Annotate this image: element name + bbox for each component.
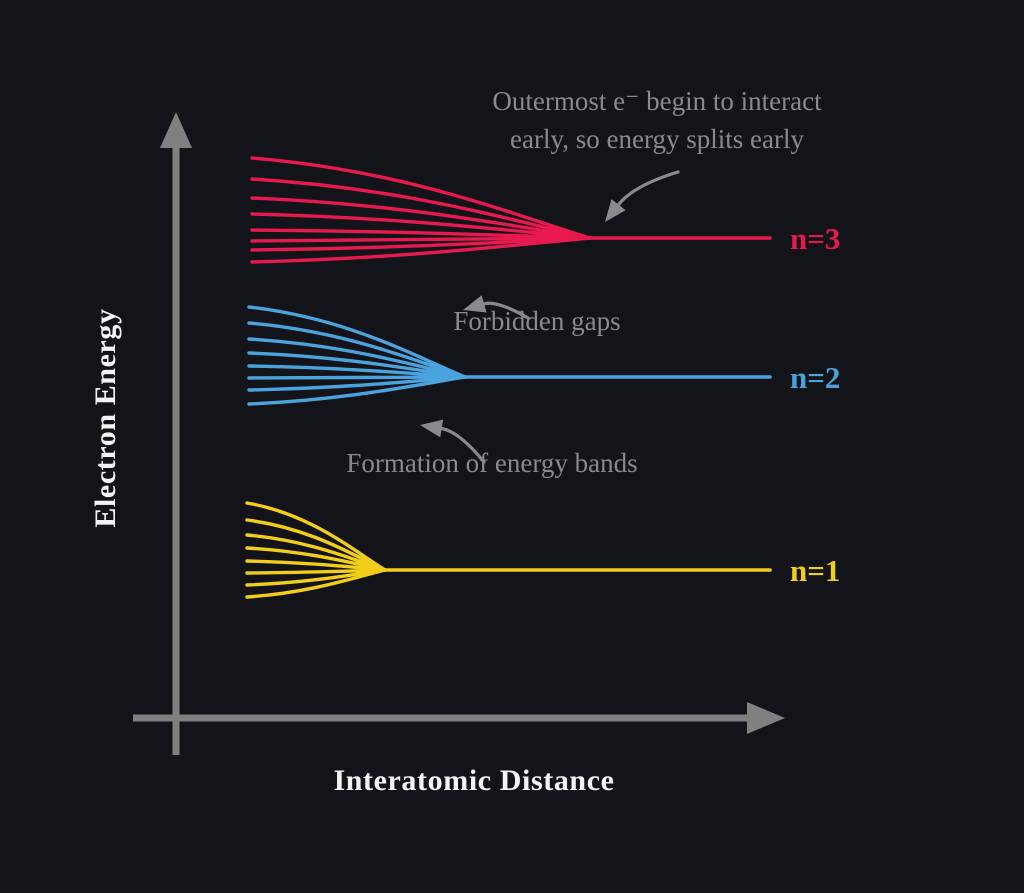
- band-branch: [247, 305, 467, 379]
- annotation-text: Outermost e⁻ begin to interact early, so …: [492, 86, 822, 154]
- band-branch: [250, 212, 592, 240]
- band-branch: [247, 321, 467, 379]
- band-branch: [247, 375, 467, 380]
- band-branch: [250, 177, 592, 240]
- annotation-arrow-line: [616, 170, 680, 207]
- energy-band-curves: [245, 156, 772, 599]
- x-axis-arrowhead-icon: [747, 702, 785, 734]
- annotation-line: Formation of energy bands: [346, 448, 637, 478]
- band-group-n2: [247, 305, 772, 406]
- band-branch: [250, 156, 592, 240]
- y-axis-label: Electron Energy: [89, 308, 122, 527]
- level-label-n2: n=2: [790, 360, 840, 395]
- band-branch: [247, 375, 467, 406]
- band-branch: [250, 236, 592, 264]
- annotation-line: early, so energy splits early: [510, 124, 804, 154]
- band-group-n1: [245, 501, 772, 599]
- annotation-text: Formation of energy bands: [346, 448, 637, 478]
- annotation-line: Outermost e⁻ begin to interact: [492, 86, 822, 116]
- band-branch: [250, 196, 592, 240]
- band-branch: [245, 568, 387, 599]
- annotation-forbidden-gaps-note: Forbidden gaps: [453, 295, 621, 336]
- energy-level-labels: n=3 n=2 n=1: [790, 221, 840, 588]
- annotation-arrowhead-icon: [420, 419, 444, 438]
- level-label-n1: n=1: [790, 553, 840, 588]
- annotation-arrowhead-icon: [463, 295, 487, 313]
- y-axis-arrowhead-icon: [160, 112, 192, 148]
- annotation-arrowhead-icon: [605, 199, 626, 222]
- band-group-n3: [250, 156, 772, 264]
- annotation-band-formation-note: Formation of energy bands: [346, 419, 638, 478]
- level-label-n3: n=3: [790, 221, 840, 256]
- annotations: Outermost e⁻ begin to interact early, so …: [346, 86, 822, 478]
- axes: [133, 112, 785, 755]
- x-axis-label: Interatomic Distance: [333, 764, 614, 797]
- annotation-splitting-note: Outermost e⁻ begin to interact early, so …: [492, 86, 822, 222]
- annotation-arrow-line: [440, 426, 486, 464]
- annotation-arrow-line: [482, 301, 530, 320]
